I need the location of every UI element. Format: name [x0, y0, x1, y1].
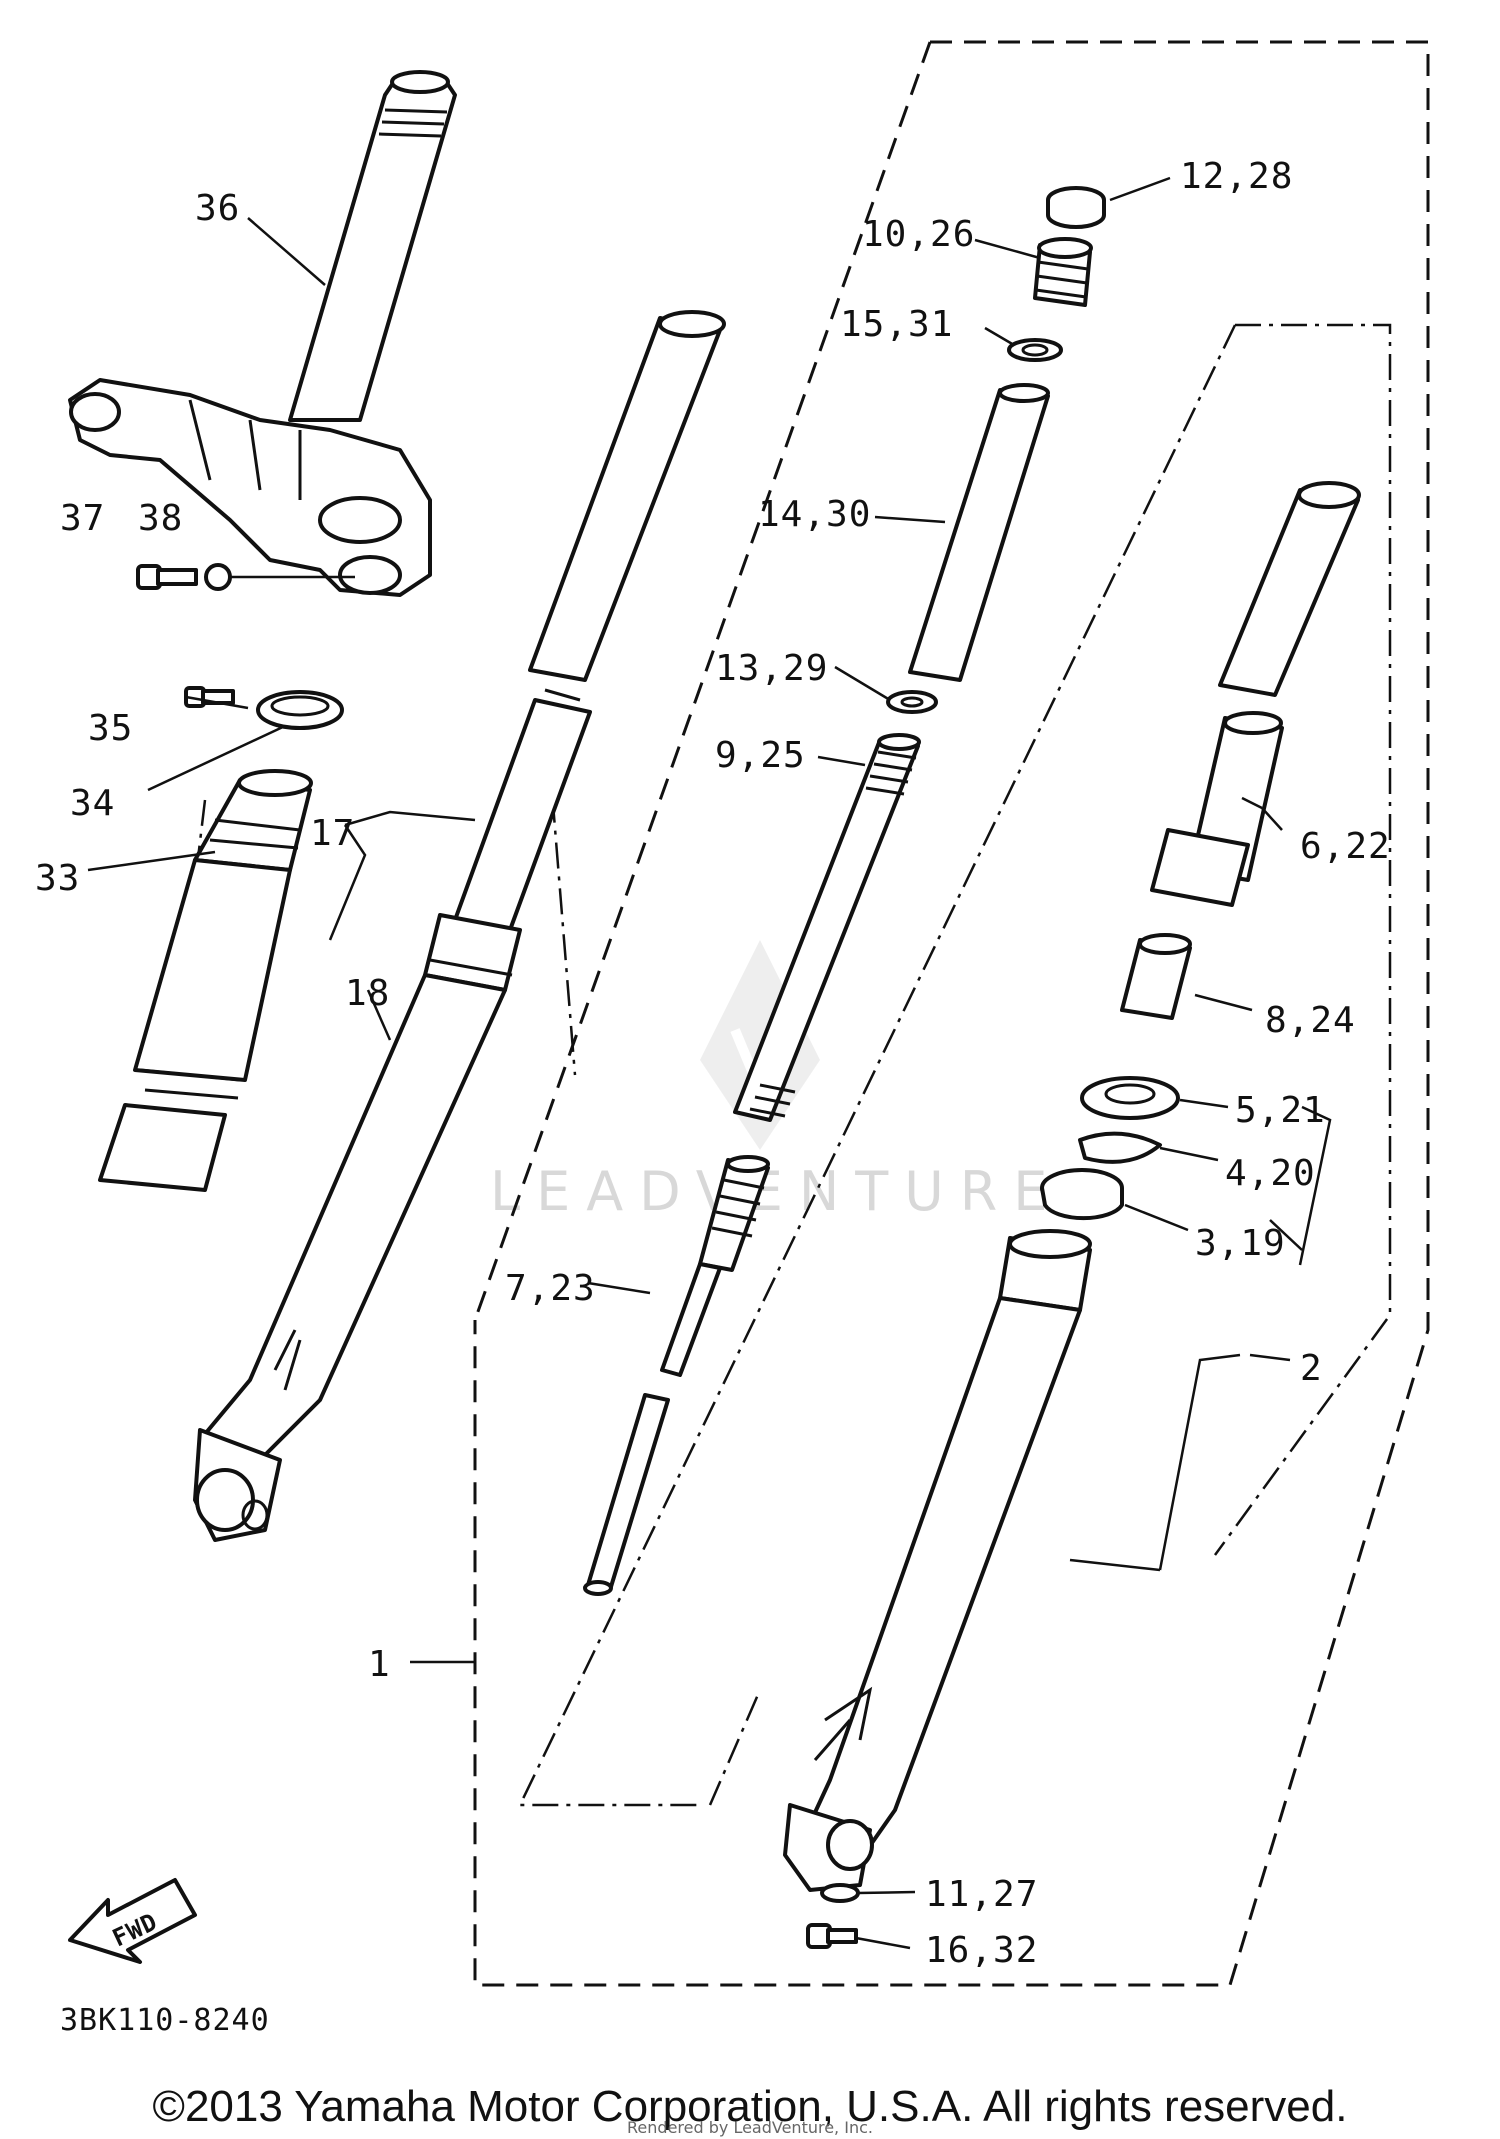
callout-3-19: 3,19 — [1195, 1223, 1286, 1264]
bolt-37 — [136, 564, 198, 590]
washer-15 — [1007, 338, 1063, 362]
callout-11-27: 11,27 — [925, 1874, 1038, 1915]
spring-seat-10 — [1033, 237, 1093, 307]
assembly-2-boundary — [1213, 323, 1392, 1556]
leader-lines — [87, 176, 1332, 1950]
rendered-by-note: Rendered by LeadVenture, Inc. — [627, 2118, 873, 2137]
assembly-1-boundary — [473, 40, 1430, 1987]
callout-17: 17 — [310, 813, 355, 854]
fork-spring-9 — [733, 733, 921, 1122]
callout-33: 33 — [35, 858, 80, 899]
callout-34: 34 — [70, 783, 115, 824]
washer-38 — [204, 563, 232, 591]
callout-13-29: 13,29 — [715, 648, 828, 689]
callout-2: 2 — [1300, 1348, 1323, 1389]
bolt-16 — [806, 1923, 858, 1949]
spacer-14 — [908, 383, 1050, 682]
inner-tube-17 — [453, 310, 726, 932]
diagram-code: 3BK110-8240 — [60, 2003, 270, 2038]
callout-6-22: 6,22 — [1300, 826, 1391, 867]
callout-12-28: 12,28 — [1180, 156, 1293, 197]
callout-38: 38 — [138, 498, 183, 539]
callout-15-31: 15,31 — [840, 304, 953, 345]
assembly-2-boundary-left — [518, 324, 1237, 1807]
callout-14-30: 14,30 — [758, 494, 871, 535]
callout-18: 18 — [345, 973, 390, 1014]
callout-8-24: 8,24 — [1265, 1000, 1356, 1041]
oil-seal-5 — [1080, 1076, 1180, 1120]
callout-5-21: 5,21 — [1235, 1090, 1326, 1131]
washer-13 — [886, 690, 938, 714]
assembly-2-boundary-bottom — [708, 1689, 762, 1806]
outer-tube-18 — [193, 913, 522, 1542]
cap-34 — [256, 690, 344, 730]
watermark-text: LEADVENTURE — [490, 1160, 1063, 1223]
steering-stem — [68, 70, 457, 597]
fwd-arrow-icon: FWD — [68, 1878, 197, 1964]
outer-tube-2 — [783, 1229, 1092, 1892]
callout-9-25: 9,25 — [715, 735, 806, 776]
callout-4-20: 4,20 — [1225, 1153, 1316, 1194]
callout-labels: 36 37 38 35 34 33 17 18 12,28 10,26 15,3… — [35, 156, 1391, 2038]
callout-37: 37 — [60, 498, 105, 539]
cap-bolt-12 — [1046, 186, 1106, 229]
washer-11 — [820, 1883, 860, 1903]
slide-metal-6 — [1150, 711, 1284, 907]
oil-lock-piece-8 — [1120, 933, 1192, 1020]
callout-7-23: 7,23 — [505, 1268, 596, 1309]
fork-boot-33 — [98, 769, 313, 1192]
callout-1: 1 — [368, 1644, 391, 1685]
callout-10-26: 10,26 — [862, 214, 975, 255]
callout-35: 35 — [88, 708, 133, 749]
dust-seal-3 — [1040, 1168, 1124, 1221]
damper-rod-7 — [583, 1155, 770, 1596]
clip-4 — [1078, 1131, 1162, 1164]
callout-36: 36 — [195, 188, 240, 229]
assembly-1-boundary-left — [473, 41, 932, 1321]
callout-16-32: 16,32 — [925, 1930, 1038, 1971]
tube-guide — [1218, 481, 1361, 697]
copyright-notice: ©2013 Yamaha Motor Corporation, U.S.A. A… — [152, 2082, 1348, 2131]
